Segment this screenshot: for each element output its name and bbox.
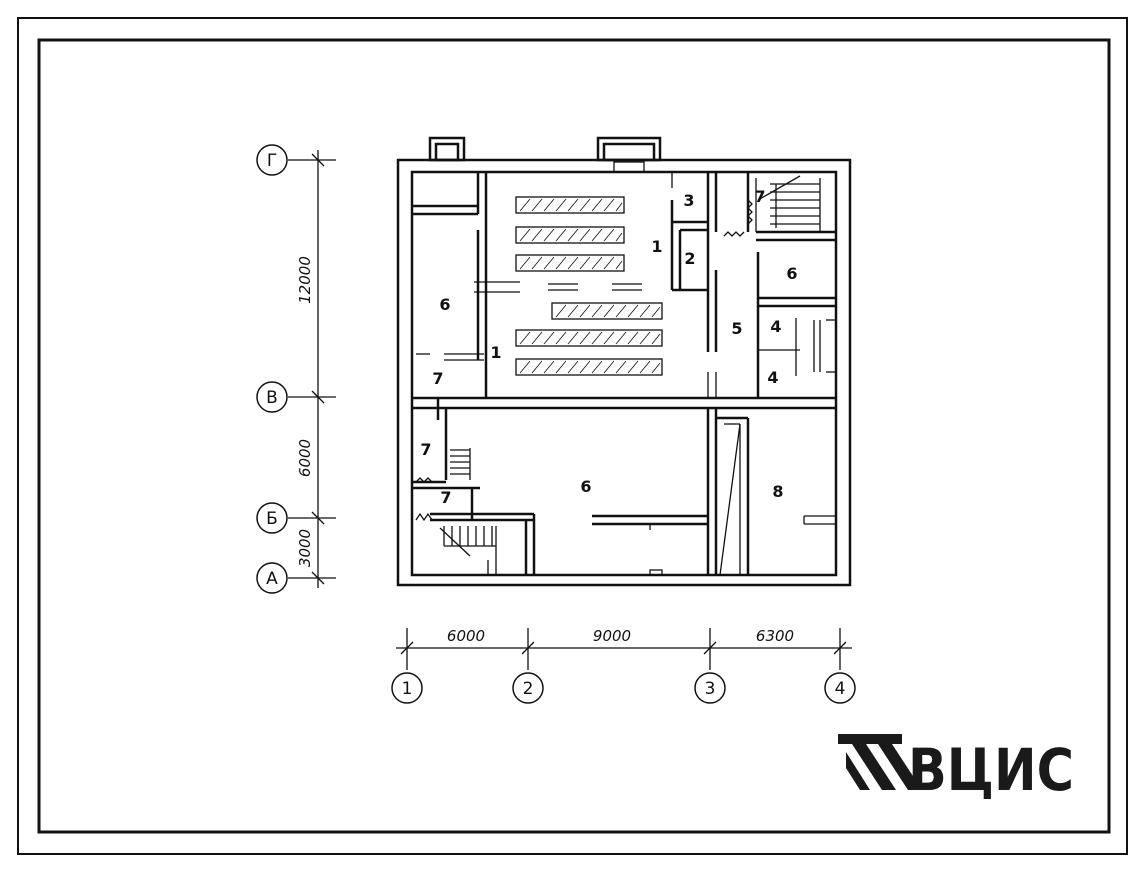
row-axis-circle: [256, 381, 288, 413]
room-label: 7: [432, 369, 443, 388]
logo-text: ВЦИС: [908, 736, 1074, 804]
room-label: 6: [439, 295, 450, 314]
outer-frame: [17, 17, 1128, 855]
row-axis-label: Б: [266, 509, 278, 529]
shelving: [515, 196, 663, 376]
room-label: 2: [684, 249, 695, 268]
vtsis-logo-icon: ВЦИС: [838, 734, 1074, 804]
room-label: 4: [767, 368, 778, 387]
column-axis-circle: [391, 672, 423, 704]
room-label: 4: [770, 317, 781, 336]
column-axis-label: 4: [835, 679, 846, 699]
row-axis-label: Г: [267, 151, 277, 171]
column-axis-circle: [512, 672, 544, 704]
room-label: 8: [772, 482, 783, 501]
row-axis-label: А: [266, 569, 278, 589]
room-label: 1: [651, 237, 662, 256]
row-axis-label: В: [266, 388, 278, 408]
column-dimension-chain: 6000 9000 6300: [396, 627, 852, 670]
stair-lower-left: [412, 398, 536, 575]
building-plan: [396, 136, 852, 587]
column-axis-circle: [824, 672, 856, 704]
room-label: 5: [731, 319, 742, 338]
row-dim-12000: 12000: [296, 256, 314, 304]
row-dim-3000: 3000: [296, 529, 314, 567]
row-dimension-chain: 12000 6000 3000: [288, 150, 336, 588]
room-label: 6: [786, 264, 797, 283]
column-axis-label: 2: [523, 679, 534, 699]
column-axis-markers: 1 2 3 4: [391, 672, 856, 704]
col-dim-6300: 6300: [756, 627, 794, 645]
col-dim-9000: 9000: [593, 627, 631, 645]
row-axis-circle: [256, 502, 288, 534]
column-axis-label: 1: [402, 679, 413, 699]
inner-frame: [37, 38, 1111, 834]
stair-top-right: [723, 175, 821, 237]
room-label: 1: [490, 343, 501, 362]
row-axis-circle: [256, 562, 288, 594]
room-label: 7: [754, 187, 765, 206]
room-labels: 1 1 2 3 4 4 5 6 6 6 7 7 7 7 8: [420, 187, 797, 507]
room-label: 6: [580, 477, 591, 496]
room-label: 7: [440, 488, 451, 507]
column-axis-circle: [694, 672, 726, 704]
column-axis-label: 3: [705, 679, 716, 699]
room-label: 3: [683, 191, 694, 210]
col-dim-6000: 6000: [447, 627, 485, 645]
row-axis-markers: Г В Б А: [256, 144, 288, 594]
row-dim-6000: 6000: [296, 439, 314, 477]
room-label: 7: [420, 440, 431, 459]
row-axis-circle: [256, 144, 288, 176]
